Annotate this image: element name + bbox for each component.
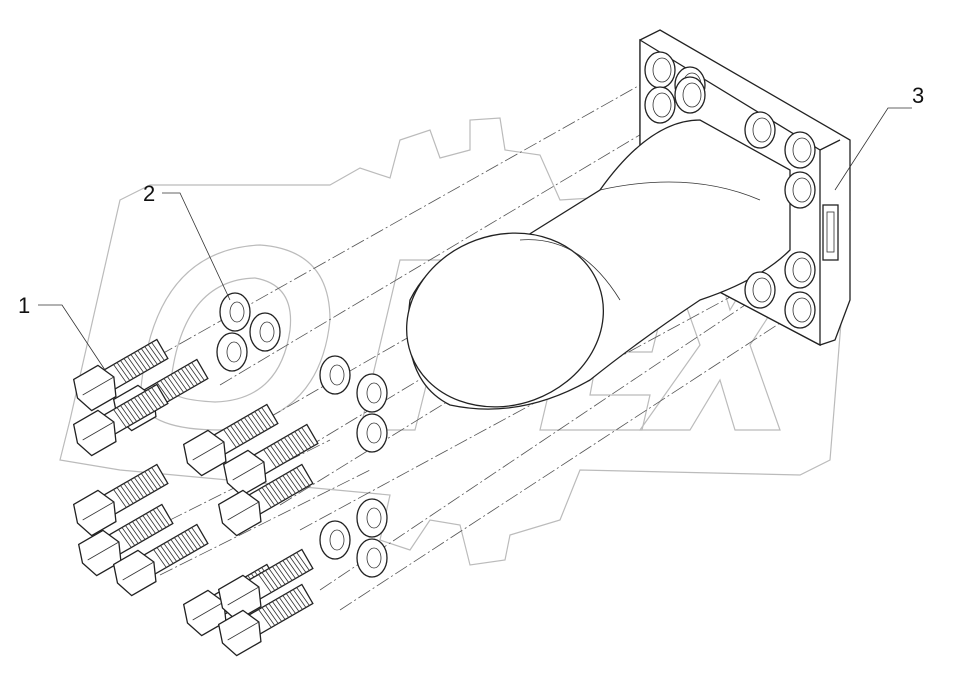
washer <box>356 498 388 538</box>
washer <box>249 312 281 352</box>
mounting-hole <box>644 86 676 124</box>
mounting-hole <box>744 111 776 149</box>
washer <box>219 292 251 332</box>
washers <box>216 292 388 578</box>
washer <box>319 355 351 395</box>
hex-bolt <box>182 403 279 477</box>
mounting-hole <box>744 271 776 309</box>
callout-3: 3 <box>912 83 924 108</box>
hex-bolt <box>217 583 314 657</box>
towing-bracket <box>405 29 851 410</box>
mounting-hole <box>674 76 706 114</box>
mounting-hole <box>644 51 676 89</box>
callout-2: 2 <box>143 181 155 206</box>
washer <box>356 373 388 413</box>
mounting-hole <box>784 171 816 209</box>
hex-bolt <box>222 423 319 497</box>
washer <box>319 520 351 560</box>
hex-bolt <box>77 503 174 577</box>
washer <box>216 332 248 372</box>
hex-bolt <box>72 463 169 537</box>
washer <box>356 413 388 453</box>
callout-1: 1 <box>18 293 30 318</box>
mounting-hole <box>784 291 816 329</box>
mounting-hole <box>784 131 816 169</box>
callout-leaders <box>38 107 912 371</box>
hex-bolt <box>112 523 209 597</box>
hex-bolt <box>217 463 314 537</box>
hex-bolt <box>72 383 169 457</box>
washer <box>356 538 388 578</box>
hex-bolt <box>72 338 169 412</box>
hex-bolt <box>217 548 314 622</box>
mounting-hole <box>784 251 816 289</box>
bolts <box>72 338 319 657</box>
